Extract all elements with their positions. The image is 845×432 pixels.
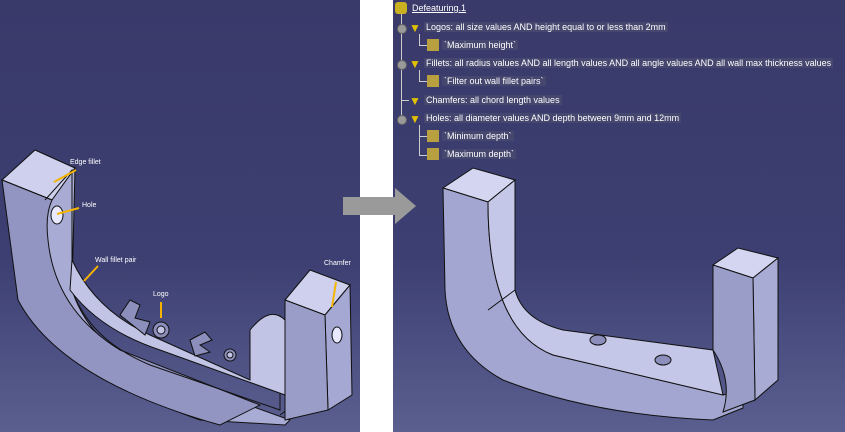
annotation-hole: Hole bbox=[82, 202, 97, 209]
annotation-wall-fillet-pair: Wall fillet pair bbox=[95, 257, 137, 264]
tree-node-criterion[interactable]: `Minimum depth` bbox=[427, 129, 514, 143]
before-viewport[interactable]: Edge fillet Hole Wall fillet pair Logo C… bbox=[0, 0, 360, 432]
tree-node-filter[interactable]: ▼ Chamfers: all chord length values bbox=[409, 94, 562, 108]
filter-icon: ▼ bbox=[409, 112, 421, 126]
tree-node-filter[interactable]: ▼ Fillets: all radius values AND all len… bbox=[409, 57, 834, 71]
criterion-icon bbox=[427, 39, 439, 51]
filter-icon: ▼ bbox=[409, 94, 421, 108]
annotation-edge-fillet: Edge fillet bbox=[70, 159, 101, 166]
tree-node-filter[interactable]: ▼ Logos: all size values AND height equa… bbox=[409, 21, 668, 35]
filter-icon: ▼ bbox=[409, 21, 421, 35]
collapse-toggle[interactable] bbox=[397, 24, 407, 34]
original-part bbox=[1, 149, 353, 426]
collapse-toggle[interactable] bbox=[397, 60, 407, 70]
tree-node-filter[interactable]: ▼ Holes: all diameter values AND depth b… bbox=[409, 112, 682, 126]
criterion-icon bbox=[427, 75, 439, 87]
criterion-icon bbox=[427, 130, 439, 142]
annotation-logo: Logo bbox=[153, 291, 169, 298]
tree-node-defeaturing[interactable]: Defeaturing.1 bbox=[395, 1, 468, 15]
specification-tree: Defeaturing.1 ▼ Logos: all size values A… bbox=[395, 0, 845, 165]
defeaturing-icon bbox=[395, 2, 407, 14]
after-viewport[interactable] bbox=[393, 0, 845, 432]
annotation-chamfer: Chamfer bbox=[324, 260, 351, 267]
defeatured-part bbox=[441, 167, 780, 421]
tree-node-criterion[interactable]: `Maximum height` bbox=[427, 38, 519, 52]
criterion-icon bbox=[427, 148, 439, 160]
filter-icon: ▼ bbox=[409, 57, 421, 71]
collapse-toggle[interactable] bbox=[397, 115, 407, 125]
tree-node-criterion[interactable]: `Maximum depth` bbox=[427, 147, 517, 161]
tree-node-criterion[interactable]: `Filter out wall fillet pairs` bbox=[427, 74, 546, 88]
